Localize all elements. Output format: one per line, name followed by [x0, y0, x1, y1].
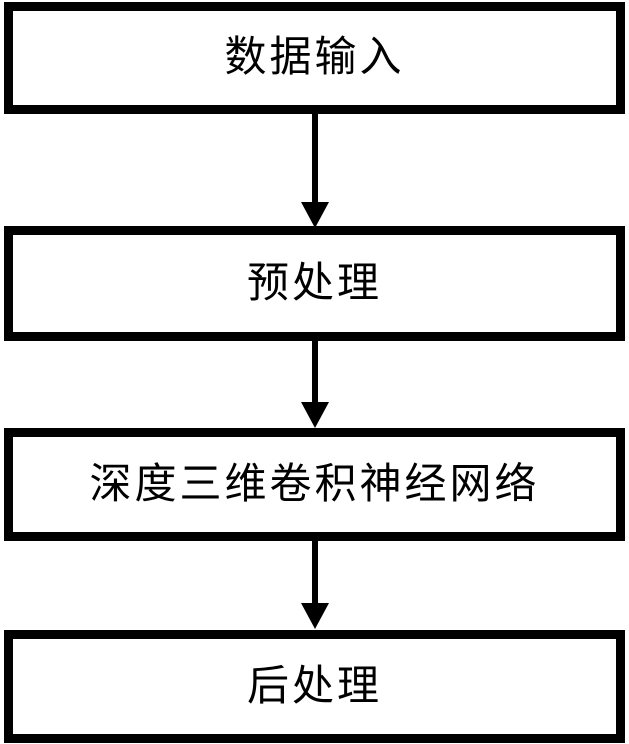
flow-node-data-input-label: 数据输入 [224, 35, 405, 81]
flow-node-preprocessing: 预处理 [4, 226, 625, 341]
flow-node-deep-3d-cnn: 深度三维卷积神经网络 [4, 428, 625, 541]
flow-node-preprocessing-label: 预处理 [246, 260, 382, 307]
arrow-shaft [312, 341, 318, 402]
arrow-down-icon [301, 341, 329, 428]
flow-node-data-input: 数据输入 [4, 2, 625, 114]
flow-node-postprocessing: 后处理 [4, 630, 625, 743]
flow-node-deep-3d-cnn-label: 深度三维卷积神经网络 [89, 461, 540, 508]
arrow-down-icon [301, 114, 329, 228]
arrow-shaft [312, 541, 318, 603]
arrow-shaft [312, 114, 318, 202]
flow-node-postprocessing-label: 后处理 [246, 663, 382, 710]
arrow-head [301, 402, 329, 428]
arrow-head [301, 202, 329, 228]
arrow-head [301, 603, 329, 629]
arrow-down-icon [301, 541, 329, 629]
